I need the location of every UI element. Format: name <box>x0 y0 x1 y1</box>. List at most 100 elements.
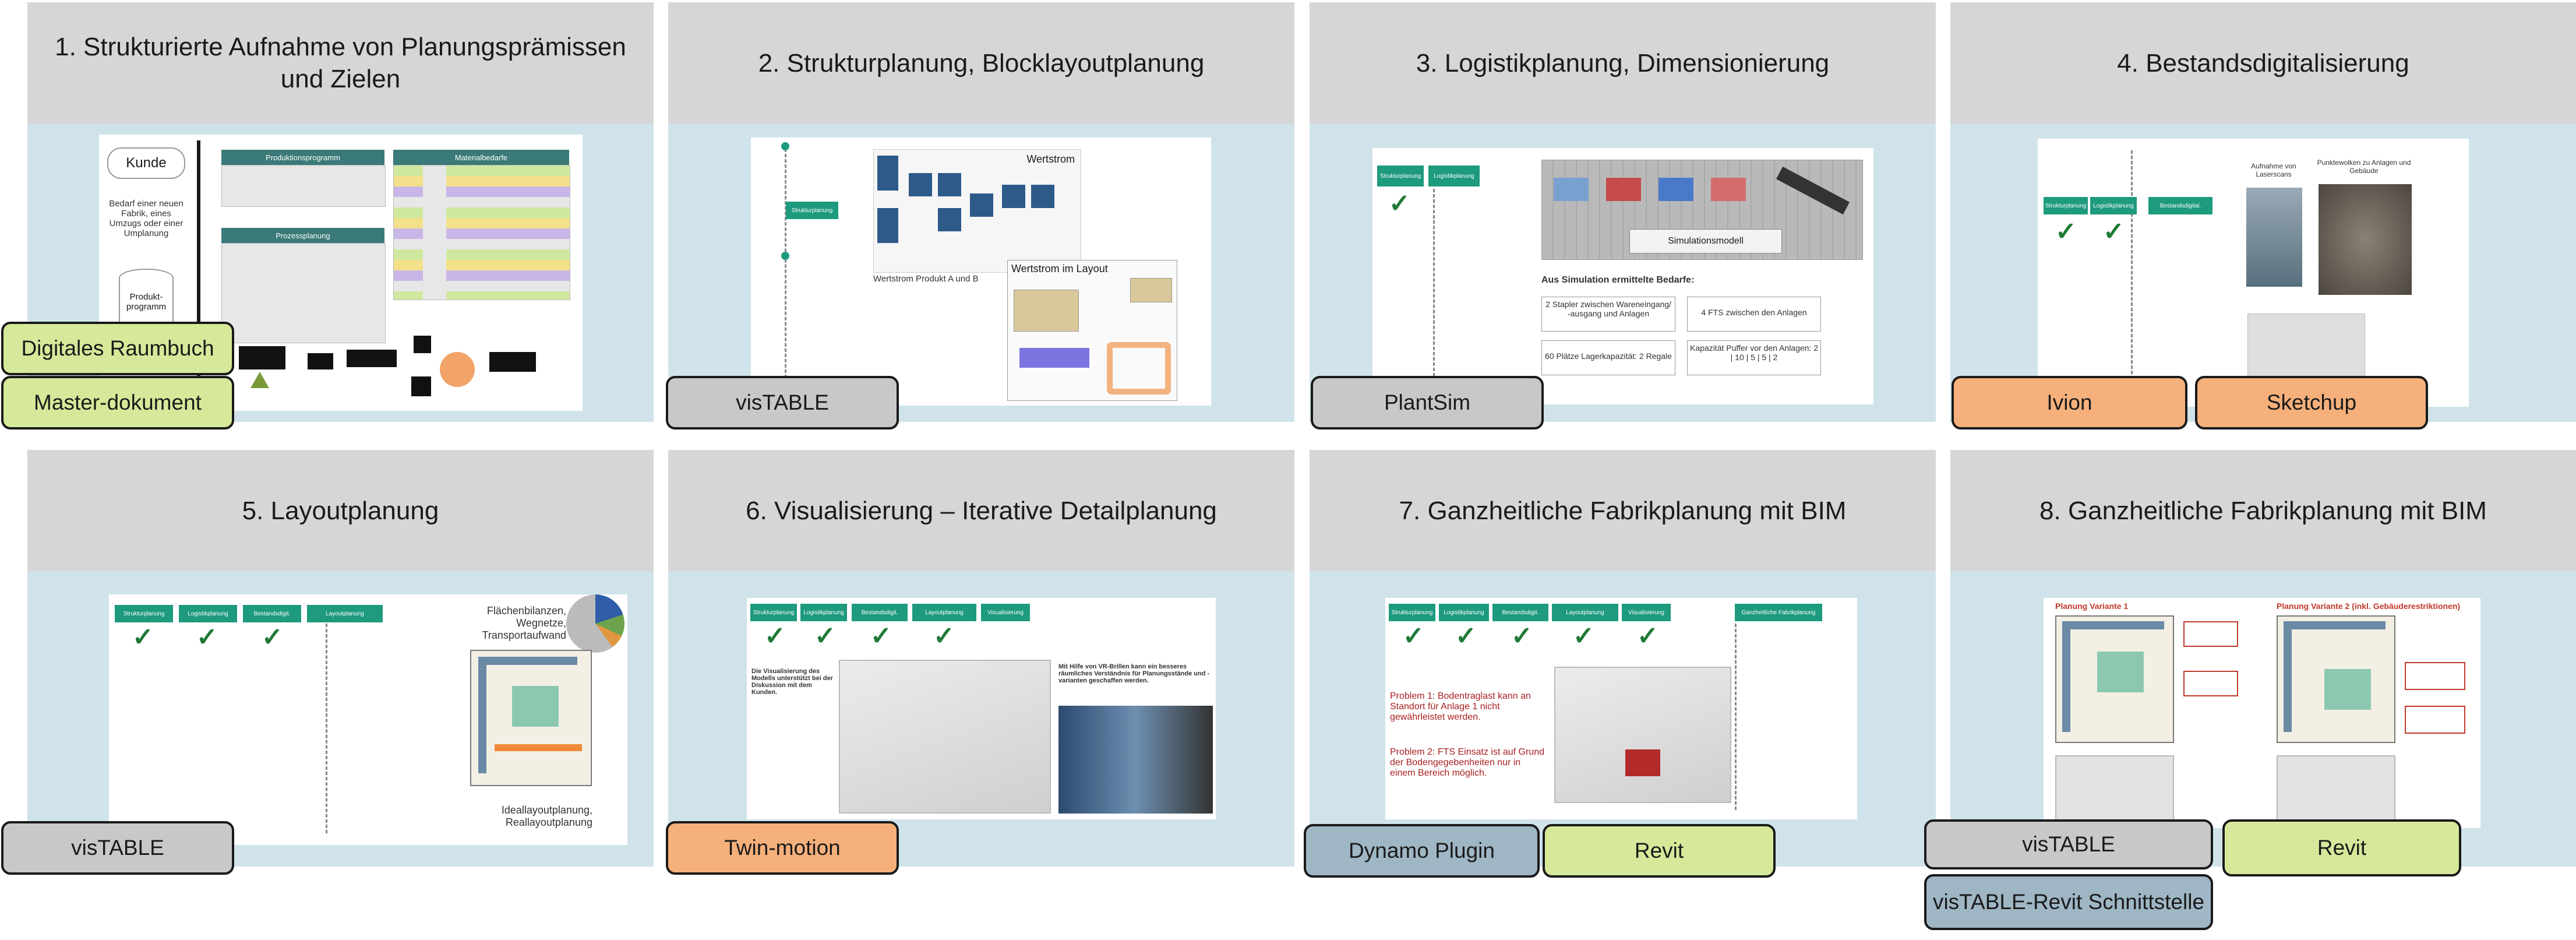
panel-title: 4. Bestandsdigitalisierung <box>1950 2 2576 124</box>
bedarf-text: Bedarf einer neuen Fabrik, eines Umzugs … <box>109 199 184 238</box>
panel-body: Strukturplanung Wertstrom Wertstrom Prod… <box>668 124 1294 422</box>
step-visualisierung: Visualisierung <box>1622 604 1671 621</box>
slide-thumbnail[interactable]: Strukturplanung Logistikplanung Bestands… <box>2038 139 2469 407</box>
step-bestandsdigitalisierung: Bestandsdigit. <box>243 605 301 622</box>
sketchup-image <box>2247 314 2365 385</box>
check-icon: ✓ <box>870 622 892 650</box>
step-strukturplanung: Strukturplanung <box>1389 604 1435 621</box>
tag-vistable-revit-schnittstelle[interactable]: visTABLE-Revit Schnittstelle <box>1924 874 2213 930</box>
tag-plantsim[interactable]: PlantSim <box>1311 376 1544 429</box>
divider <box>197 140 200 403</box>
timeline-dot <box>781 252 789 260</box>
problem-1-text: Problem 1: Bodentraglast kann an Standor… <box>1390 691 1531 722</box>
table-produktionsprogramm <box>221 165 386 207</box>
step-logistikplanung: Logistikplanung <box>179 605 237 622</box>
note-box <box>2405 706 2465 734</box>
tag-revit[interactable]: Revit <box>2222 819 2461 876</box>
tag-ivion[interactable]: Ivion <box>1952 376 2187 429</box>
timeline <box>2131 150 2133 395</box>
bedarf-box-3: 60 Plätze Lagerkapazität: 2 Regale <box>1541 340 1675 375</box>
check-icon: ✓ <box>2103 217 2125 246</box>
step-visualisierung: Visualisierung <box>981 604 1030 621</box>
panel-8: 8. Ganzheitliche Fabrikplanung mit BIM P… <box>1950 450 2576 867</box>
panel-body: Strukturplanung Logistikplanung Bestands… <box>1950 124 2576 422</box>
simulationsmodell-label: Simulationsmodell <box>1629 229 1782 254</box>
timeline <box>1433 189 1435 387</box>
step-logistikplanung: Logistikplanung <box>1439 604 1489 621</box>
tag-revit[interactable]: Revit <box>1543 824 1776 878</box>
step-layoutplanung: Layoutplanung <box>912 604 976 621</box>
step-bim: Ganzheitliche Fabrikplanung <box>1735 604 1822 621</box>
panel-body: Strukturplanung Logistikplanung Bestands… <box>27 571 654 867</box>
step-logistikplanung: Logistikplanung <box>1428 166 1480 186</box>
step-strukturplanung: Strukturplanung <box>2044 197 2088 214</box>
wertstrom-caption: Wertstrom Produkt A und B <box>873 274 979 284</box>
tag-vistable[interactable]: visTABLE <box>666 376 899 429</box>
tag-vistable[interactable]: visTABLE <box>1 821 234 875</box>
process-diagram <box>239 336 565 406</box>
check-icon: ✓ <box>1389 189 1410 218</box>
check-icon: ✓ <box>132 623 154 652</box>
tag-digitales-raumbuch[interactable]: Digitales Raumbuch <box>1 322 234 375</box>
laserscans-label: Aufnahme von Laserscans <box>2251 162 2296 178</box>
room-render <box>839 660 1051 814</box>
slide-thumbnail[interactable]: Planung Variante 1 Planung Variante 2 (i… <box>2044 598 2480 828</box>
note-box <box>2183 621 2238 647</box>
tag-master-dokument[interactable]: Master-dokument <box>1 376 234 429</box>
check-icon: ✓ <box>1455 622 1477 650</box>
vr-photo <box>1058 706 1213 814</box>
table-produktionsprogramm-header: Produktionsprogramm <box>221 150 384 165</box>
wertstrom-layout: Wertstrom im Layout <box>1007 260 1177 401</box>
note-box <box>2405 662 2465 690</box>
timeline <box>326 624 327 833</box>
panel-body: Planung Variante 1 Planung Variante 2 (i… <box>1950 571 2576 867</box>
panel-title: 1. Strukturierte Aufnahme von Planungspr… <box>27 2 654 124</box>
variante-2-drawing <box>2277 615 2395 743</box>
check-icon: ✓ <box>262 623 283 652</box>
step-strukturplanung: Strukturplanung <box>750 604 797 621</box>
variante-2-label: Planung Variante 2 (inkl. Gebäuderestrik… <box>2277 601 2461 611</box>
tag-dynamo-plugin[interactable]: Dynamo Plugin <box>1304 824 1540 878</box>
bedarf-box-1: 2 Stapler zwischen Wareneingang/ -ausgan… <box>1541 297 1675 332</box>
wertstrom-label: Wertstrom <box>1026 153 1075 165</box>
slide-thumbnail[interactable]: Strukturplanung Logistikplanung ✓ Simula… <box>1372 148 1873 404</box>
panel-4: 4. Bestandsdigitalisierung Strukturplanu… <box>1950 2 2576 422</box>
laserscan-photo <box>2246 188 2302 287</box>
check-icon: ✓ <box>764 622 786 650</box>
tag-sketchup[interactable]: Sketchup <box>2195 376 2428 429</box>
variante-2-render <box>2277 755 2395 828</box>
tag-twinmotion[interactable]: Twin-motion <box>666 821 899 875</box>
panel-title: 6. Visualisierung – Iterative Detailplan… <box>668 450 1294 571</box>
slide-thumbnail[interactable]: Strukturplanung Logistikplanung Bestands… <box>747 598 1216 819</box>
table-prozessplanung <box>221 243 386 343</box>
check-icon: ✓ <box>1511 622 1533 650</box>
timeline <box>785 143 786 394</box>
slide-thumbnail[interactable]: Strukturplanung Logistikplanung Bestands… <box>109 594 627 845</box>
variante-1-render <box>2055 755 2174 828</box>
panel-2: 2. Strukturplanung, Blocklayoutplanung S… <box>668 2 1294 422</box>
check-icon: ✓ <box>196 623 218 652</box>
bim-room-render <box>1554 667 1731 803</box>
slide-thumbnail[interactable]: Strukturplanung Logistikplanung Bestands… <box>1385 598 1857 819</box>
panel-body: Strukturplanung Logistikplanung Bestands… <box>668 571 1294 867</box>
produktprogramm-label: Produkt-programm <box>126 292 167 312</box>
timeline <box>1735 624 1737 810</box>
variante-1-label: Planung Variante 1 <box>2055 601 2129 611</box>
pie-chart-icon <box>566 594 624 653</box>
panel-body: Strukturplanung Logistikplanung Bestands… <box>1310 571 1936 867</box>
tag-vistable[interactable]: visTABLE <box>1924 819 2213 869</box>
problem-2-text: Problem 2: FTS Einsatz ist auf Grund der… <box>1390 747 1544 778</box>
panel-7: 7. Ganzheitliche Fabrikplanung mit BIM S… <box>1310 450 1936 867</box>
step-strukturplanung: Strukturplanung <box>115 605 173 622</box>
step-bestandsdigitalisierung: Bestandsdigital. <box>2148 197 2212 214</box>
simulation-model: Simulationsmodell <box>1541 160 1863 260</box>
wertstrom-layout-label: Wertstrom im Layout <box>1011 263 1108 274</box>
kunde-box: Kunde <box>107 147 185 179</box>
step-strukturplanung: Strukturplanung <box>786 202 838 219</box>
check-icon: ✓ <box>2055 217 2077 246</box>
wertstrom-diagram: Wertstrom <box>873 149 1081 273</box>
panel-title: 3. Logistikplanung, Dimensionierung <box>1310 2 1936 124</box>
table-prozessplanung-header: Prozessplanung <box>221 228 384 243</box>
slide-thumbnail[interactable]: Strukturplanung Wertstrom Wertstrom Prod… <box>751 138 1211 406</box>
visualisierung-text: Die Visualisierung des Modells unterstüt… <box>751 668 833 696</box>
